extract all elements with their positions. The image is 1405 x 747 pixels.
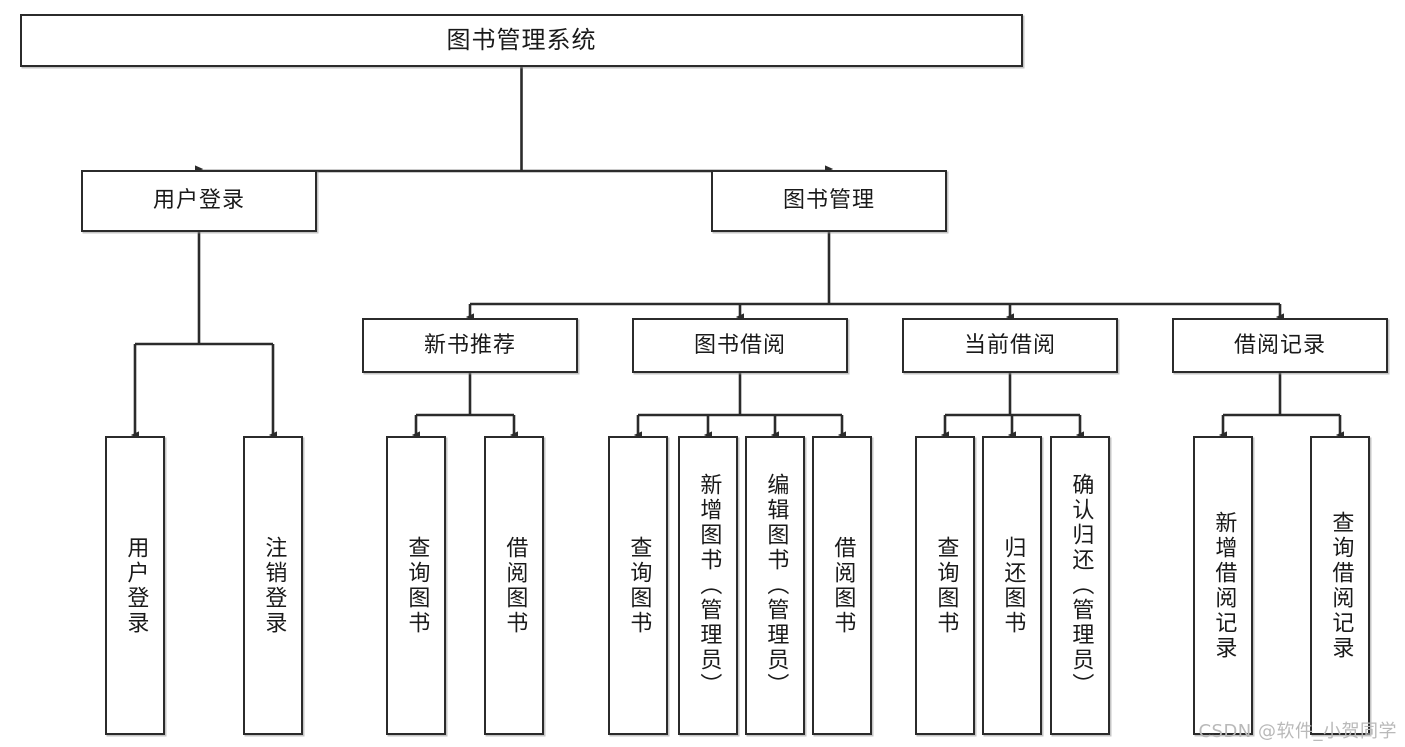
node-label: 归还图书	[1000, 535, 1026, 636]
node-label: 借阅图书	[830, 535, 856, 636]
node-label: 注销登录	[261, 535, 287, 636]
node-label: 确认归还（管理员）	[1068, 473, 1094, 698]
node-leaf-borrow-book-1[interactable]: 借阅图书	[484, 436, 544, 735]
node-label: 查询借阅记录	[1328, 510, 1354, 661]
node-leaf-user-logout[interactable]: 注销登录	[243, 436, 303, 735]
node-leaf-user-login[interactable]: 用户登录	[105, 436, 165, 735]
node-label: 新增借阅记录	[1211, 510, 1237, 661]
node-user-login[interactable]: 用户登录	[81, 170, 317, 232]
node-label: 新书推荐	[423, 332, 516, 358]
node-leaf-edit-book-admin[interactable]: 编辑图书（管理员）	[745, 436, 805, 735]
node-label: 图书管理	[782, 188, 875, 214]
node-leaf-query-book-1[interactable]: 查询图书	[386, 436, 446, 735]
node-borrow-record[interactable]: 借阅记录	[1172, 318, 1388, 373]
node-label: 借阅图书	[502, 535, 528, 636]
node-leaf-borrow-book-2[interactable]: 借阅图书	[812, 436, 872, 735]
node-label: 查询图书	[933, 535, 959, 636]
node-current-borrow[interactable]: 当前借阅	[902, 318, 1118, 373]
node-leaf-return-book[interactable]: 归还图书	[982, 436, 1042, 735]
watermark-text: CSDN @软件_小贺同学	[1198, 721, 1397, 742]
node-leaf-add-borrow-record[interactable]: 新增借阅记录	[1193, 436, 1253, 735]
node-label: 用户登录	[123, 535, 149, 636]
node-book-manage[interactable]: 图书管理	[711, 170, 947, 232]
node-label: 新增图书（管理员）	[696, 473, 722, 698]
node-label: 用户登录	[152, 188, 245, 214]
node-label: 图书借阅	[693, 332, 786, 358]
node-leaf-confirm-return-admin[interactable]: 确认归还（管理员）	[1050, 436, 1110, 735]
node-new-book-recommend[interactable]: 新书推荐	[362, 318, 578, 373]
node-leaf-query-borrow-record[interactable]: 查询借阅记录	[1310, 436, 1370, 735]
node-label: 查询图书	[626, 535, 652, 636]
node-root-图书管理系统[interactable]: 图书管理系统	[20, 14, 1023, 67]
node-label: 借阅记录	[1233, 332, 1326, 358]
node-label: 查询图书	[404, 535, 430, 636]
node-leaf-query-book-2[interactable]: 查询图书	[608, 436, 668, 735]
node-leaf-add-book-admin[interactable]: 新增图书（管理员）	[678, 436, 738, 735]
node-label: 图书管理系统	[446, 26, 597, 55]
node-label: 当前借阅	[963, 332, 1056, 358]
node-book-borrow[interactable]: 图书借阅	[632, 318, 848, 373]
node-leaf-query-book-3[interactable]: 查询图书	[915, 436, 975, 735]
node-label: 编辑图书（管理员）	[763, 473, 789, 698]
